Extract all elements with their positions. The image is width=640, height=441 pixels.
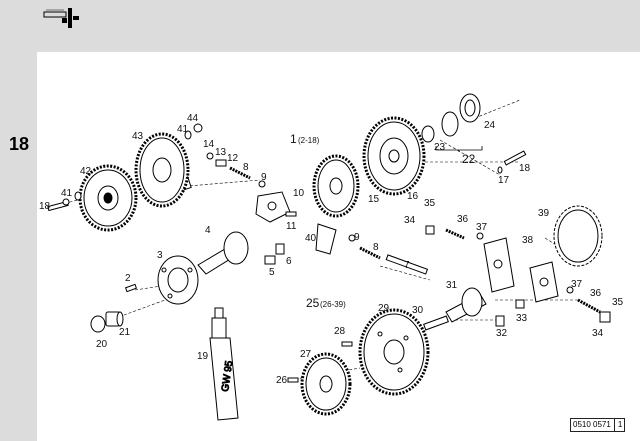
label-34: 34 — [404, 215, 416, 226]
label-13: 13 — [215, 147, 227, 158]
label-6: 6 — [286, 256, 292, 267]
svg-text:(26-39): (26-39) — [320, 300, 346, 309]
svg-text:25: 25 — [306, 296, 320, 310]
label-34b: 34 — [592, 328, 604, 339]
label-36b: 36 — [590, 288, 602, 299]
bolt-18-right — [497, 150, 527, 174]
doc-code: 0510 0571 — [573, 420, 611, 429]
label-4: 4 — [205, 225, 211, 236]
label-19: 19 — [197, 351, 209, 362]
label-44: 44 — [187, 113, 199, 124]
tube-label: GW 95 — [220, 360, 235, 393]
label-2: 2 — [125, 273, 131, 284]
label-43: 43 — [132, 131, 144, 142]
assembly-23-24 — [421, 93, 481, 143]
label-41b: 41 — [177, 124, 189, 135]
label-23: 23 — [434, 142, 446, 153]
label-31: 31 — [446, 280, 458, 291]
gear-43 — [134, 132, 192, 208]
label-10: 10 — [293, 188, 305, 199]
label-21: 21 — [119, 327, 131, 338]
label-18b: 18 — [519, 163, 531, 174]
part-2-pin — [124, 283, 138, 293]
tube-19: GW 95 — [209, 307, 239, 421]
label-40: 40 — [305, 233, 317, 244]
springs-8-9 — [348, 234, 381, 260]
bolt-18 — [47, 198, 70, 212]
gear-42 — [78, 164, 138, 232]
label-5: 5 — [269, 267, 275, 278]
label-29: 29 — [378, 303, 390, 314]
bolts-26-28 — [287, 341, 353, 383]
document-reference-box: 0510 0571 1 — [570, 418, 626, 432]
part-10-bracket — [255, 191, 337, 255]
label-9: 9 — [261, 172, 267, 183]
svg-text:1: 1 — [290, 132, 297, 146]
label-18: 18 — [39, 201, 51, 212]
gear-27 — [300, 352, 352, 416]
label-11: 11 — [286, 221, 297, 232]
label-16: 16 — [407, 191, 419, 202]
label-30: 30 — [412, 305, 424, 316]
label-27: 27 — [300, 349, 312, 360]
washer-41 — [74, 123, 203, 201]
label-22: 22 — [462, 152, 476, 166]
label-37b: 37 — [571, 279, 583, 290]
label-26: 26 — [276, 375, 288, 386]
part-4-shaft — [197, 231, 249, 275]
label-8: 8 — [243, 162, 249, 173]
group-label-25: 25 (26-39) — [306, 296, 346, 310]
engine-section-icon — [43, 8, 79, 28]
gear-15 — [312, 154, 360, 218]
page-number: 18 — [8, 134, 30, 154]
doc-sheet: 1 — [617, 420, 623, 429]
label-9b: 9 — [354, 232, 360, 243]
parts-11-14 — [206, 152, 297, 217]
label-20: 20 — [96, 339, 108, 350]
label-12: 12 — [227, 153, 239, 164]
label-14: 14 — [203, 139, 215, 150]
part-3-flange — [157, 255, 199, 305]
top-band — [0, 0, 640, 52]
label-38: 38 — [522, 235, 534, 246]
side-band — [0, 52, 37, 441]
label-3: 3 — [157, 250, 163, 261]
label-17: 17 — [498, 175, 510, 186]
parts-5-6 — [264, 243, 285, 265]
gear-29 — [358, 308, 430, 396]
label-36: 36 — [457, 214, 469, 225]
label-42: 42 — [80, 166, 92, 177]
label-37: 37 — [476, 222, 488, 233]
label-24: 24 — [484, 120, 496, 131]
label-39: 39 — [538, 208, 550, 219]
svg-text:(2-18): (2-18) — [298, 136, 320, 145]
group-label-1: 1 (2-18) — [290, 132, 320, 146]
cover-39 — [553, 205, 603, 267]
parts-33-37 — [425, 225, 611, 323]
label-32: 32 — [496, 328, 508, 339]
label-35: 35 — [424, 198, 436, 209]
label-7: 7 — [404, 260, 410, 271]
part-31-shaft — [423, 287, 505, 331]
label-15: 15 — [368, 194, 380, 205]
label-28: 28 — [334, 326, 346, 337]
block-38 — [483, 237, 559, 303]
group-brackets — [435, 146, 483, 152]
label-8b: 8 — [373, 242, 379, 253]
label-33: 33 — [516, 313, 528, 324]
label-41: 41 — [61, 188, 73, 199]
part-7-pin — [385, 254, 429, 275]
parts-20-21 — [90, 311, 124, 333]
label-35b: 35 — [612, 297, 624, 308]
part-number-labels: 18 41 42 43 41 44 14 13 12 8 9 10 11 40 … — [39, 113, 624, 386]
gear-16 — [362, 116, 426, 196]
